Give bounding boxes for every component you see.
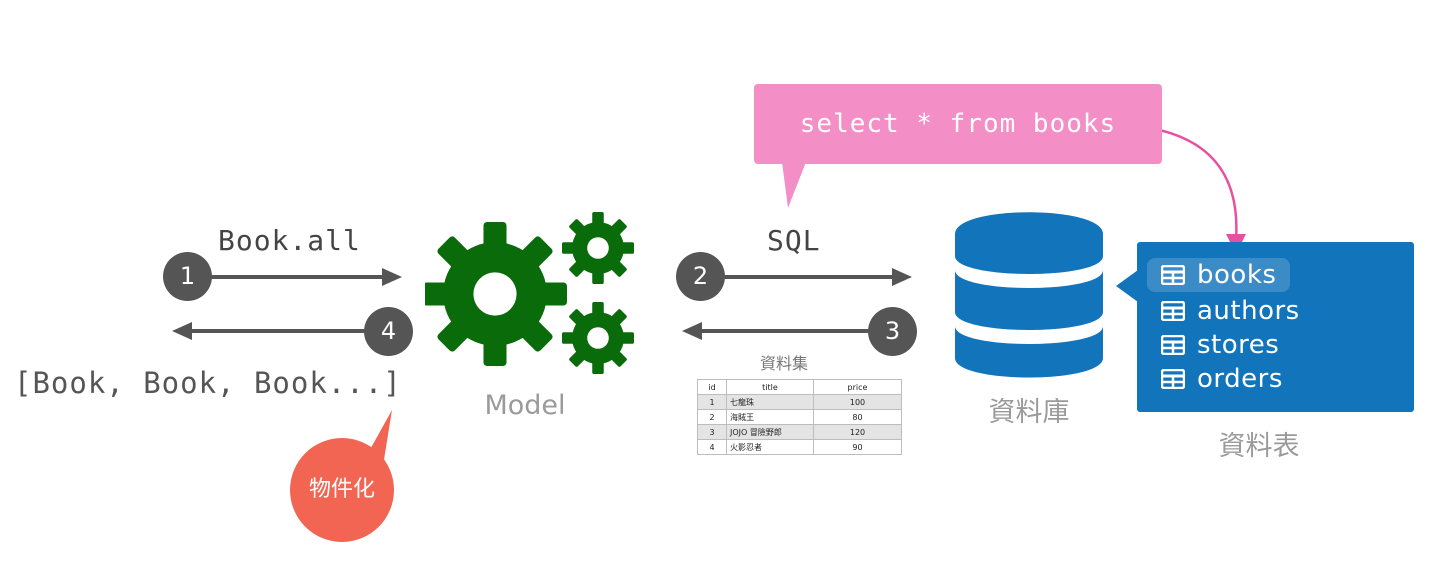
arrow-1: [200, 268, 402, 286]
table-name: authors: [1197, 296, 1300, 326]
table-item-books[interactable]: books: [1147, 258, 1291, 292]
step-badge-2: 2: [676, 252, 725, 301]
sql-query-bubble: select * from books: [754, 84, 1162, 164]
table-icon: [1161, 369, 1185, 389]
table-item-orders[interactable]: orders: [1161, 364, 1283, 394]
small-gear-bottom: [562, 302, 634, 374]
database-caption: 資料庫: [988, 397, 1070, 428]
result-array: [Book, Book, Book...]: [14, 366, 402, 400]
dataset-col-id: id: [697, 379, 727, 395]
dataset-col-price: price: [813, 379, 902, 395]
table-name: orders: [1197, 364, 1283, 394]
table-icon: [1161, 301, 1185, 321]
tables-panel-pointer: [1116, 270, 1138, 302]
dataset-caption: 資料集: [760, 354, 809, 373]
gears-icon: [425, 212, 634, 374]
objectify-bubble-shape: [290, 410, 394, 542]
step-badge-4: 4: [364, 307, 413, 356]
objectify-label: 物件化: [308, 477, 375, 502]
step-badge-3: 3: [868, 307, 917, 356]
large-gear: [425, 222, 567, 366]
sql-query-text: select * from books: [799, 109, 1117, 139]
arrow-3: [682, 322, 880, 340]
tables-panel: books authors stores orders: [1137, 242, 1414, 412]
table-item-stores[interactable]: stores: [1161, 330, 1279, 360]
table-name: books: [1197, 260, 1277, 290]
table-name: stores: [1197, 330, 1280, 360]
step-label-book-all: Book.all: [218, 224, 361, 257]
dataset-header-row: id title price: [697, 379, 902, 395]
step-label-sql: SQL: [767, 224, 821, 257]
sql-to-table-arrow: [1149, 126, 1238, 241]
table-icon: [1161, 335, 1185, 355]
arrow-4: [172, 322, 378, 340]
dataset-col-title: title: [726, 379, 814, 395]
table-icon: [1161, 265, 1185, 285]
table-caption: 資料表: [1218, 431, 1300, 462]
table-item-authors[interactable]: authors: [1161, 296, 1300, 326]
database-icon: [955, 212, 1103, 378]
small-gear-top: [562, 212, 634, 284]
objectify-bubble: 物件化: [290, 410, 394, 542]
sql-bubble-tail: [782, 162, 806, 208]
step-badge-1: 1: [163, 252, 212, 301]
model-caption: Model: [484, 390, 566, 421]
arrow-2: [715, 268, 912, 286]
